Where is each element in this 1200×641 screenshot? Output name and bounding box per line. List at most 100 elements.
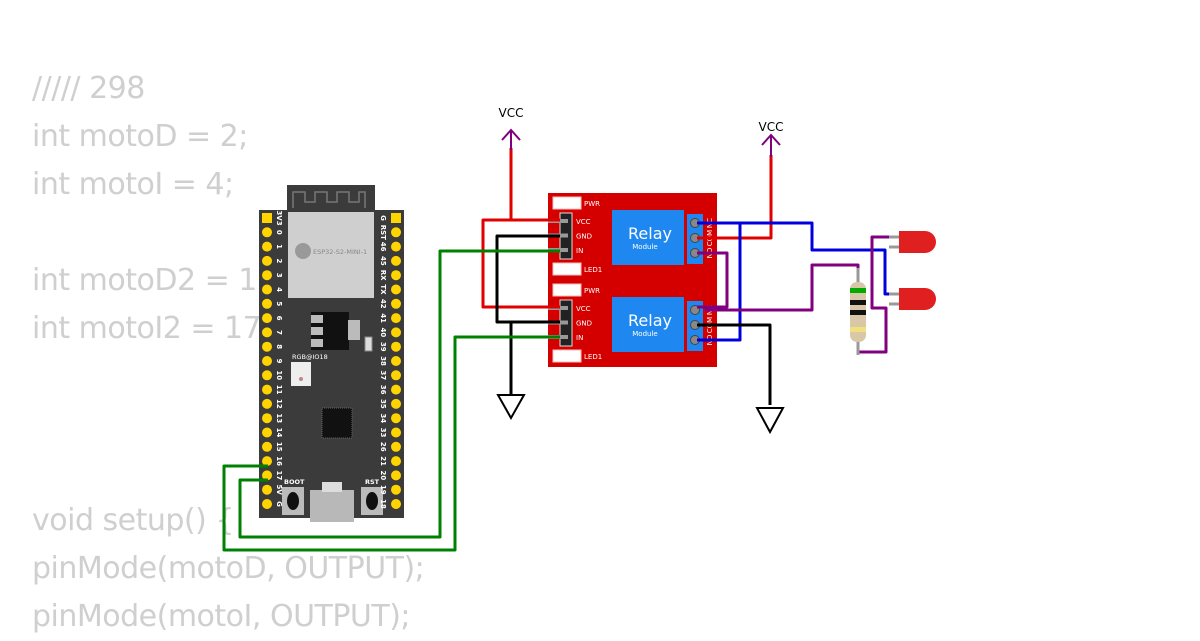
relay-subtitle: Module [632,330,657,338]
pin-36[interactable] [391,384,401,395]
pin-label: 20 [379,471,387,481]
pin-39[interactable] [391,341,401,352]
resistor[interactable] [850,268,866,355]
rgb-led [291,362,311,386]
pin-35[interactable] [391,398,401,409]
pin-11[interactable] [262,384,272,395]
pin-41[interactable] [391,313,401,324]
pin-label: VCC [576,218,591,226]
pin-label: IN [576,247,583,255]
wire-gnd-relays[interactable] [495,234,560,324]
pin-18[interactable] [391,499,401,509]
pin-15[interactable] [262,441,272,452]
pin-label: 26 [379,442,387,452]
wire-vcc2-com1[interactable] [697,155,773,240]
pin-6[interactable] [262,313,272,324]
pin-label: 7 [275,330,283,335]
pin-40[interactable] [391,327,401,338]
pin-label: RX [379,270,387,281]
pin-10[interactable] [262,370,272,381]
ground-symbol-2-icon[interactable] [755,407,785,435]
pin-RX[interactable] [391,270,401,281]
pin-45[interactable] [391,255,401,266]
pin-0[interactable] [262,227,272,238]
code-line: void setup() { [32,503,234,538]
pin-label: VCC [576,305,591,313]
pin-label: 2 [275,258,283,263]
pin-label: 21 [379,456,387,466]
ground-symbol-1-icon[interactable] [496,394,526,421]
vcc-arrow-icon [501,128,521,150]
wire-com2-gnd2[interactable] [697,323,772,405]
boot-button-cap [287,492,299,510]
relay-title: Relay [628,311,672,330]
wire-nc1-led2[interactable] [697,221,897,296]
code-line: ///// 298 [32,71,145,106]
pin-label: 12 [275,399,283,409]
esp32-s2-board[interactable]: ESP32-S2-MINI-1 RGB@IO18 BOOT RST 3V3012… [259,185,404,522]
wires [222,148,897,552]
pin-9[interactable] [262,356,272,366]
pin-38[interactable] [391,356,401,366]
wire-gpio17-relay1-in[interactable] [238,249,560,539]
pin-17[interactable] [262,470,272,481]
pin-8[interactable] [262,341,272,352]
pin-34[interactable] [391,413,401,424]
pin-label: 9 [275,359,283,364]
pin-19[interactable] [391,484,401,495]
pin-7[interactable] [262,327,272,338]
pin-2[interactable] [262,255,272,266]
pin-4[interactable] [262,284,272,295]
rgb-led-dot [299,377,303,381]
pin-37[interactable] [391,370,401,381]
pin-label: 19 [379,485,387,495]
pin-G[interactable] [262,499,272,509]
pin-42[interactable] [391,298,401,309]
pin-12[interactable] [262,398,272,409]
pin-33[interactable] [391,427,401,438]
pin-3V3[interactable] [262,213,272,223]
pin-3[interactable] [262,270,272,281]
pin-label: 39 [379,342,387,352]
chip [321,407,353,439]
vcc-symbol-1[interactable]: VCC [499,106,524,150]
pin-46[interactable] [391,241,401,252]
resistor-band [850,288,866,293]
regulator-pin [311,315,323,323]
pin-label: G [379,215,387,221]
wire-nc1-no2[interactable] [697,221,742,342]
pin-label: GND [576,320,592,328]
wire-gpio16-relay2-in[interactable] [222,335,560,552]
code-line: int motoD = 2; [32,119,248,154]
pin-20[interactable] [391,470,401,481]
wire-vcc-relay2[interactable] [481,218,560,309]
pin-label: 0 [275,230,283,235]
vcc-symbol-2[interactable]: VCC [759,120,784,157]
pin-13[interactable] [262,413,272,424]
pin-label: 46 [379,242,387,252]
reset-button-cap [366,492,378,510]
pin-26[interactable] [391,441,401,452]
pin-5V[interactable] [262,484,272,495]
led1-label: LED1 [584,353,602,361]
pin-21[interactable] [391,456,401,467]
led1-label: LED1 [584,266,602,274]
led-2[interactable] [889,288,936,310]
pin-label: IN [576,334,583,342]
pin-label: 14 [275,428,283,438]
pin-TX[interactable] [391,284,401,295]
pin-5[interactable] [262,298,272,309]
pin-16[interactable] [262,456,272,467]
pin-G[interactable] [391,213,401,223]
pin-RST[interactable] [391,227,401,238]
led-1[interactable] [889,231,936,253]
antenna-trace [292,191,366,208]
wire-resistor-led1[interactable] [858,235,897,354]
pin-14[interactable] [262,427,272,438]
wire-no1-nc2[interactable] [697,251,729,309]
pin-1[interactable] [262,241,272,252]
pin-label: TX [379,284,387,295]
